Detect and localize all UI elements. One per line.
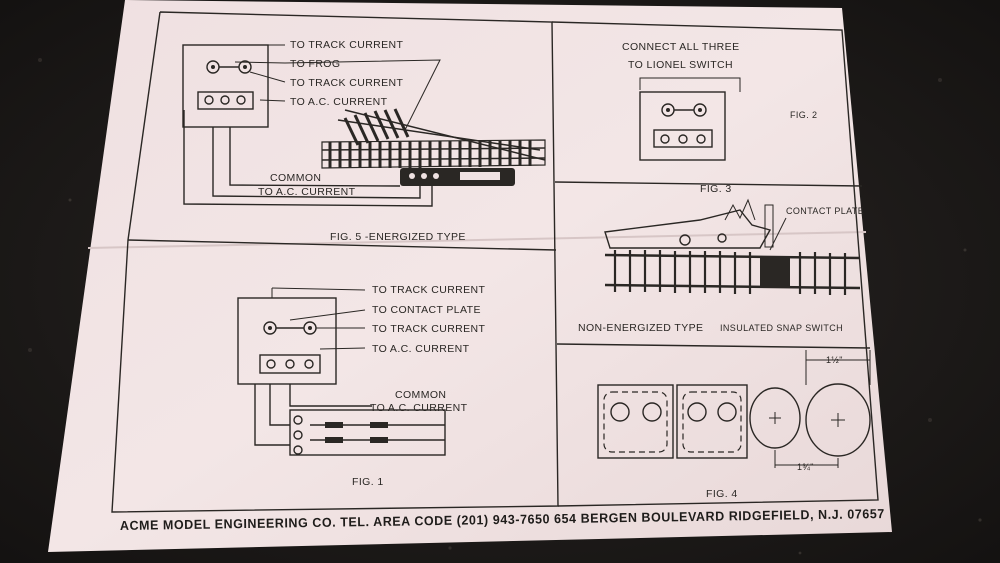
fig5-label-1: TO TRACK CURRENT [290,39,404,51]
fig1-common-line2: TO A.C. CURRENT [370,402,468,414]
fig4-diagram: 1½" 1¾" FIG. 4 [597,350,871,500]
fig1-common-line1: COMMON [395,389,446,401]
fig3-caption: FIG. 3 [700,183,732,195]
fig4-template-a [597,384,674,459]
fig3-ties [613,250,847,295]
fig1-label-2: TO CONTACT PLATE [372,304,481,316]
fig2-terminal-block [653,129,713,148]
paper-sheet [48,0,892,552]
fig1-label-1: TO TRACK CURRENT [372,284,486,296]
fig2-line2: TO LIONEL SWITCH [628,59,733,71]
fig2-line1: CONNECT ALL THREE [622,41,739,53]
fig5-turnout-track [321,108,546,186]
fig5-common-line2: TO A.C. CURRENT [258,186,356,198]
fig1-diagram: TO TRACK CURRENT TO CONTACT PLATE TO TRA… [237,284,486,488]
fig1-switch-box [237,297,337,385]
fig5-label-4: TO A.C. CURRENT [290,96,388,108]
fig1-track-section [289,409,446,456]
fig5-terminal-block [197,91,254,110]
fig2-diagram: CONNECT ALL THREE TO LIONEL SWITCH FIG. … [622,41,817,161]
fig3-switch-machine [604,209,772,249]
fig4-hole-small [749,387,801,449]
fig3-snap-switch [760,258,790,288]
fig4-dim-bottom: 1¾" [797,462,814,472]
fig5-diagram: TO TRACK CURRENT TO FROG TO TRACK CURREN… [182,39,546,243]
fig3-switch-label: INSULATED SNAP SWITCH [720,323,843,333]
fig1-caption: FIG. 1 [352,476,384,488]
fig4-caption: FIG. 4 [706,488,738,500]
fig1-label-3: TO TRACK CURRENT [372,323,486,335]
fig5-common-line1: COMMON [270,172,321,184]
fig4-template-b [676,384,748,459]
fig5-label-2: TO FROG [290,58,340,70]
fold-crease [87,231,867,249]
fig2-caption: FIG. 2 [790,110,817,120]
panel-borders [111,11,879,513]
fig5-label-3: TO TRACK CURRENT [290,77,404,89]
fig1-label-4: TO A.C. CURRENT [372,343,470,355]
fig3-diagram: FIG. 3 CONTACT PLATE NON-ENERGIZED TYPE … [578,183,864,334]
fig4-hole-large [805,383,871,457]
fig2-switch-box [639,91,726,161]
fig1-terminal-block [259,354,321,374]
fig4-dim-top: 1½" [826,355,843,365]
fig3-contact-plate: CONTACT PLATE [786,206,864,216]
fig3-type-label: NON-ENERGIZED TYPE [578,322,703,334]
fig5-caption: FIG. 5 -ENERGIZED TYPE [330,231,466,243]
